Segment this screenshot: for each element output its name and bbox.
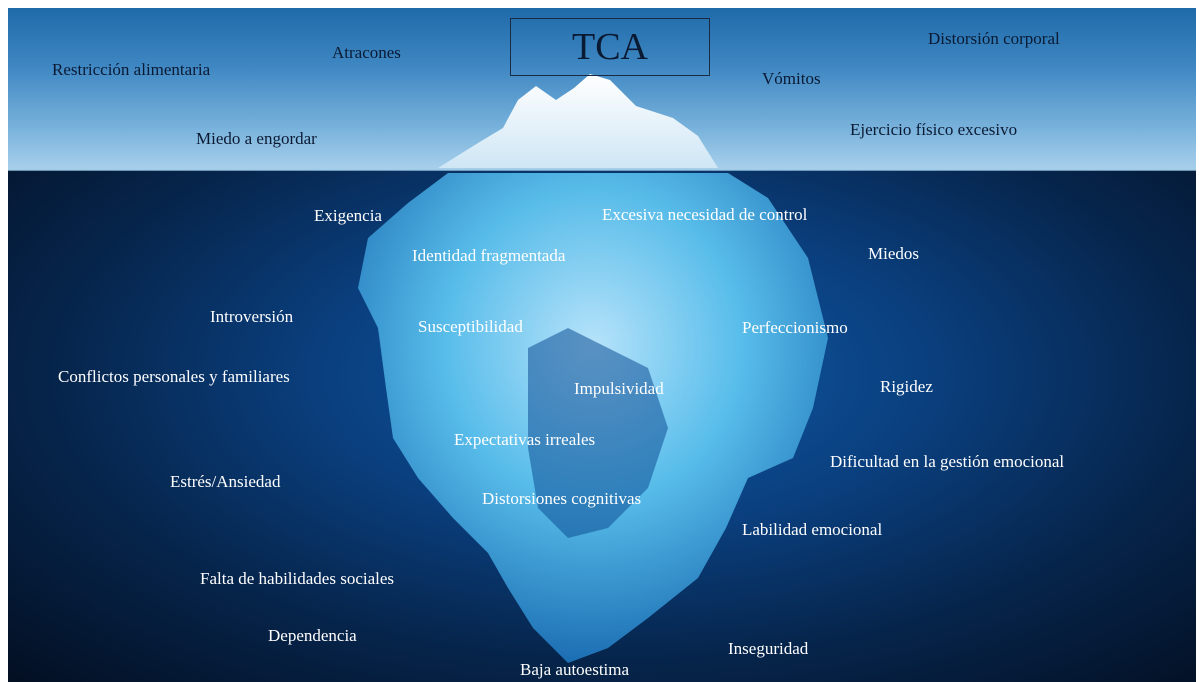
label-susceptibilidad: Susceptibilidad <box>418 317 523 336</box>
iceberg-shadow <box>528 328 668 538</box>
label-estres: Estrés/Ansiedad <box>170 472 281 491</box>
label-distorsiones: Distorsiones cognitivas <box>482 489 642 508</box>
label-conflictos: Conflictos personales y familiares <box>58 367 290 386</box>
iceberg-tip <box>438 74 718 168</box>
label-baja-autoestima: Baja autoestima <box>520 660 630 679</box>
label-introversion: Introversión <box>210 307 294 326</box>
diagram-title: TCA <box>572 26 648 68</box>
label-perfeccionismo: Perfeccionismo <box>742 318 848 337</box>
label-expectativas: Expectativas irreales <box>454 430 596 449</box>
label-dependencia: Dependencia <box>268 626 357 645</box>
label-habilidades-sociales: Falta de habilidades sociales <box>200 569 395 588</box>
label-atracones: Atracones <box>332 43 401 62</box>
label-gestion-emocional: Dificultad en la gestión emocional <box>830 452 1065 471</box>
label-identidad: Identidad fragmentada <box>412 246 566 265</box>
label-restriccion: Restricción alimentaria <box>52 60 211 79</box>
label-miedos: Miedos <box>868 244 919 263</box>
label-inseguridad: Inseguridad <box>728 639 809 658</box>
iceberg-diagram: TCA Restricción alimentaria Atracones Di… <box>8 8 1196 682</box>
label-necesidad-control: Excesiva necesidad de control <box>602 205 808 224</box>
label-vomitos: Vómitos <box>762 69 821 88</box>
iceberg-illustration <box>8 74 1196 663</box>
label-distorsion-corporal: Distorsión corporal <box>928 29 1060 48</box>
label-rigidez: Rigidez <box>880 377 933 396</box>
label-miedo-engordar: Miedo a engordar <box>196 129 317 148</box>
title-box: TCA <box>510 18 710 76</box>
label-impulsividad: Impulsividad <box>574 379 664 398</box>
label-labilidad: Labilidad emocional <box>742 520 883 539</box>
label-exigencia: Exigencia <box>314 206 382 225</box>
label-ejercicio: Ejercicio físico excesivo <box>850 120 1018 139</box>
